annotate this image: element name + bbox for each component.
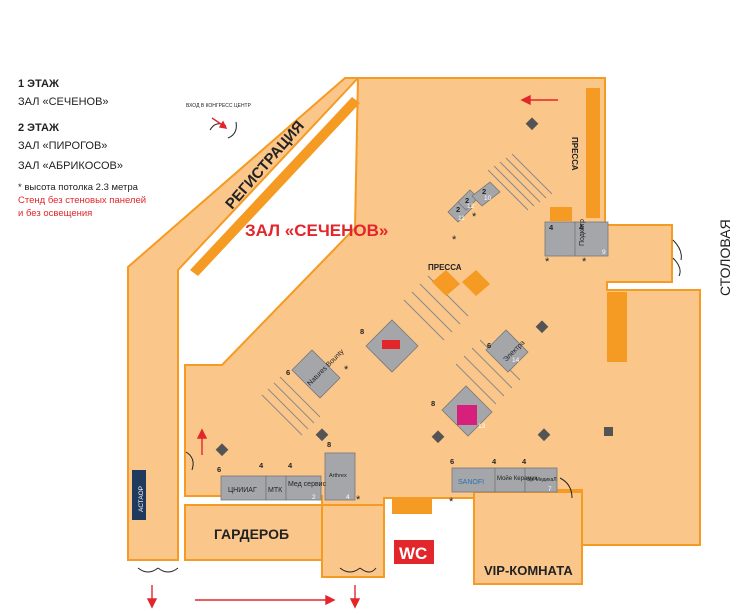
svg-text:*: * xyxy=(472,211,477,223)
area-label: 2 xyxy=(482,187,486,196)
booth-name: Мед сервис xyxy=(288,481,327,488)
canteen-label: СТОЛОВАЯ xyxy=(717,219,733,296)
legend-stand-note-2: и без освещения xyxy=(18,208,93,219)
booth-number: 10 xyxy=(484,195,492,202)
legend-hall-sechenov[interactable]: ЗАЛ «СЕЧЕНОВ» xyxy=(18,96,109,108)
svg-text:*: * xyxy=(545,256,550,268)
wardrobe-label[interactable]: ГАРДЕРОБ xyxy=(214,526,289,542)
booth-name: Arthrex xyxy=(329,473,347,479)
booth-number: 14 xyxy=(512,357,520,364)
door-markers xyxy=(137,121,682,573)
area-label: 6 xyxy=(450,457,454,466)
booth-name: SANOFI xyxy=(458,479,484,486)
booth-14[interactable] xyxy=(485,329,529,373)
asterisk-markers: * * * * * * * xyxy=(344,211,587,508)
legend-stand-note-1: Стенд без стеновых панелей xyxy=(18,195,147,206)
vip-label[interactable]: VIP-КОМНАТА xyxy=(484,563,573,578)
booth-9[interactable] xyxy=(574,221,609,257)
booth-number: 9 xyxy=(602,249,606,256)
booth-sanofi[interactable] xyxy=(451,467,496,493)
area-label: 4 xyxy=(579,223,584,232)
legend-floor2: 2 ЭТАЖ xyxy=(18,122,59,134)
area-label: 4 xyxy=(259,461,264,470)
svg-text:*: * xyxy=(452,234,457,246)
legend-hall-abrikosov[interactable]: ЗАЛ «АБРИКОСОВ» xyxy=(18,160,123,172)
booth-number: 2 xyxy=(312,494,316,501)
area-label: 6 xyxy=(487,341,491,350)
hall-title[interactable]: ЗАЛ «СЕЧЕНОВ» xyxy=(245,221,388,240)
area-label: 4 xyxy=(288,461,293,470)
booth-number: 12 xyxy=(467,203,475,210)
booth-8a-logo xyxy=(382,340,400,349)
booth-4[interactable] xyxy=(324,452,356,501)
booth-number: 7 xyxy=(548,486,552,493)
area-label: 2 xyxy=(465,196,469,205)
area-label: 8 xyxy=(327,440,331,449)
legend-ceiling-note: * высота потолка 2.3 метра xyxy=(18,182,138,193)
legend-floor1: 1 ЭТАЖ xyxy=(18,78,59,90)
booth-number: 13 xyxy=(478,423,486,430)
area-label: 2 xyxy=(456,205,460,214)
press-kiosks xyxy=(432,270,490,296)
booth-cniiag[interactable] xyxy=(220,475,267,501)
area-label: 4 xyxy=(492,457,497,466)
press-center-label: ПРЕССА xyxy=(428,263,462,272)
wc-label: WC xyxy=(399,544,427,563)
booth-name: Подкатр xyxy=(579,219,586,246)
booth-number-labels: 11 12 10 9 14 13 2 4 7 xyxy=(312,195,606,501)
booth-natures-bounty[interactable] xyxy=(291,349,341,399)
booth-name: Spi МедикаЛ xyxy=(527,477,557,483)
booth-number: 11 xyxy=(458,215,465,222)
astor-booth[interactable] xyxy=(132,470,146,520)
area-label: 4 xyxy=(522,457,527,466)
booth-13-logo xyxy=(457,405,477,425)
press-right-label: ПРЕССА xyxy=(570,137,579,171)
wc-badge[interactable] xyxy=(394,540,434,564)
wall-accents xyxy=(190,88,627,514)
booth-4a[interactable] xyxy=(544,221,576,257)
registration-corridor[interactable] xyxy=(127,77,361,561)
area-label: 8 xyxy=(431,399,435,408)
area-label: 6 xyxy=(217,465,221,474)
area-label: 8 xyxy=(360,327,364,336)
astor-label: АСТАОР xyxy=(138,486,145,512)
booth-2[interactable] xyxy=(285,475,322,501)
booth-area-labels: 2 2 2 4 4 8 6 6 8 6 4 4 8 6 4 4 xyxy=(217,187,584,474)
svg-text:*: * xyxy=(344,364,349,376)
booth-name: ЦНИИАГ xyxy=(228,487,257,494)
svg-text:*: * xyxy=(356,494,361,506)
booth-name: МТК xyxy=(268,487,283,494)
booth-10[interactable] xyxy=(471,181,501,207)
svg-text:*: * xyxy=(449,496,454,508)
booth-name: Мойе Керамик xyxy=(497,475,538,482)
legend: 1 ЭТАЖ ЗАЛ «СЕЧЕНОВ» 2 ЭТАЖ ЗАЛ «ПИРОГОВ… xyxy=(18,78,218,219)
booth-number: 4 xyxy=(346,494,350,501)
area-label: 6 xyxy=(286,368,290,377)
direction-arrows xyxy=(146,94,558,609)
lower-corridor[interactable] xyxy=(321,504,385,578)
area-label: 4 xyxy=(549,223,554,232)
booth-7[interactable] xyxy=(524,467,558,493)
entrance-label: ВХОД В КОНГРЕСС ЦЕНТР xyxy=(186,103,252,109)
wardrobe-room[interactable] xyxy=(184,504,323,561)
legend-hall-pirogov[interactable]: ЗАЛ «ПИРОГОВ» xyxy=(18,140,108,152)
svg-text:*: * xyxy=(582,256,587,268)
